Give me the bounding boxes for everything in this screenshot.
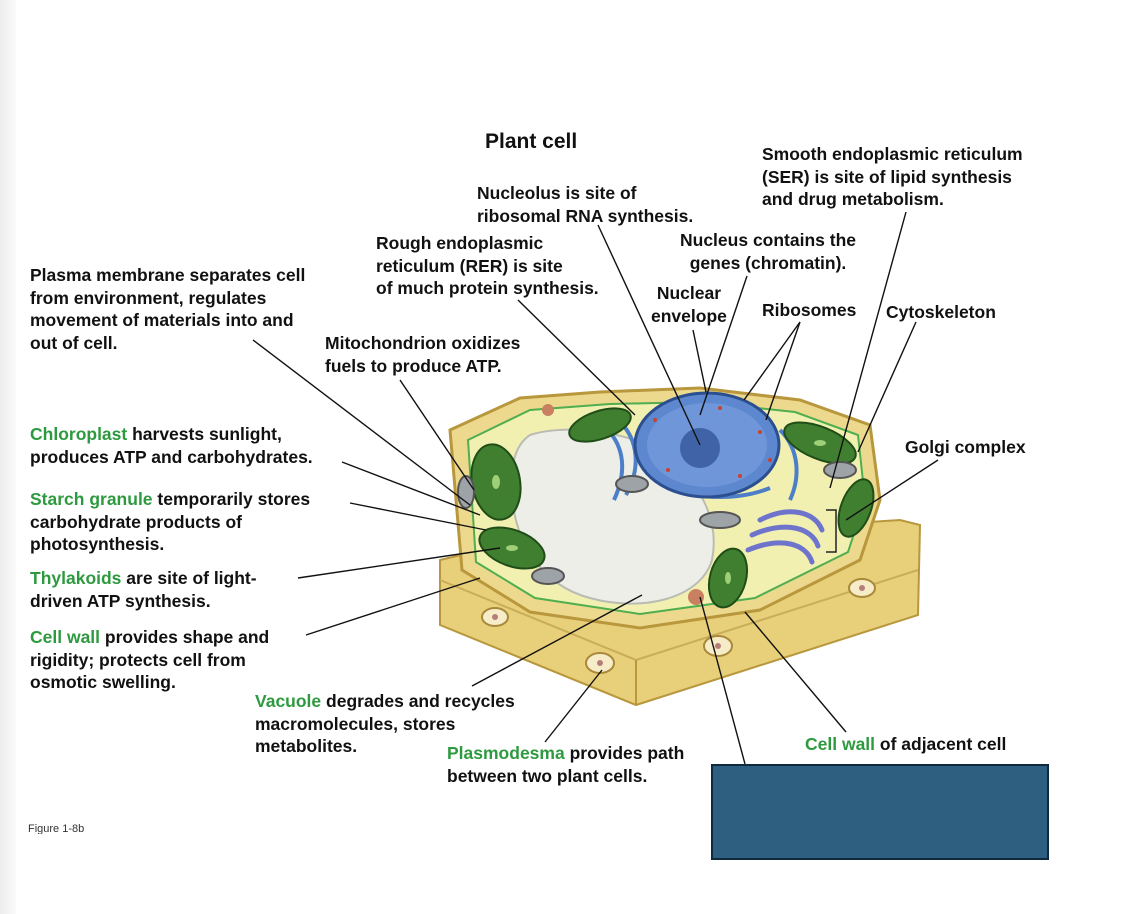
label-plasmodesma: Plasmodesma provides path between two pl… xyxy=(447,743,685,786)
cover-box xyxy=(711,764,1049,860)
nucleus xyxy=(633,391,781,499)
label-starch-granule: Starch granule temporarily stores carboh… xyxy=(30,489,311,554)
nucleolus xyxy=(680,428,720,468)
leader-lines xyxy=(252,211,939,765)
label-cytoskeleton: Cytoskeleton xyxy=(886,302,996,322)
diagram-title: Plant cell xyxy=(485,130,578,153)
label-vacuole: Vacuole degrades and recycles macromolec… xyxy=(255,691,515,756)
label-ser: Smooth endoplasmic reticulum(SER) is sit… xyxy=(762,144,1023,209)
label-thylakoids: Thylakoids are site of light- driven ATP… xyxy=(30,568,257,611)
label-ribosomes: Ribosomes xyxy=(762,300,857,320)
page-edge-shadow xyxy=(0,0,16,914)
peroxisome xyxy=(542,404,554,416)
golgi-bracket xyxy=(826,509,837,553)
label-chloroplast: Chloroplast harvests sunlight, produces … xyxy=(30,424,313,467)
mitochondrion xyxy=(457,461,857,585)
peroxisome-2 xyxy=(688,589,704,605)
golgi-complex xyxy=(745,509,825,565)
label-golgi: Golgi complex xyxy=(905,437,1026,457)
label-adjacent-cell-wall: Cell wall of adjacent cell xyxy=(805,734,1007,754)
figure-caption: Figure 1-8b xyxy=(28,823,85,834)
label-cell-wall: Cell wall provides shape and rigidity; p… xyxy=(30,627,270,692)
